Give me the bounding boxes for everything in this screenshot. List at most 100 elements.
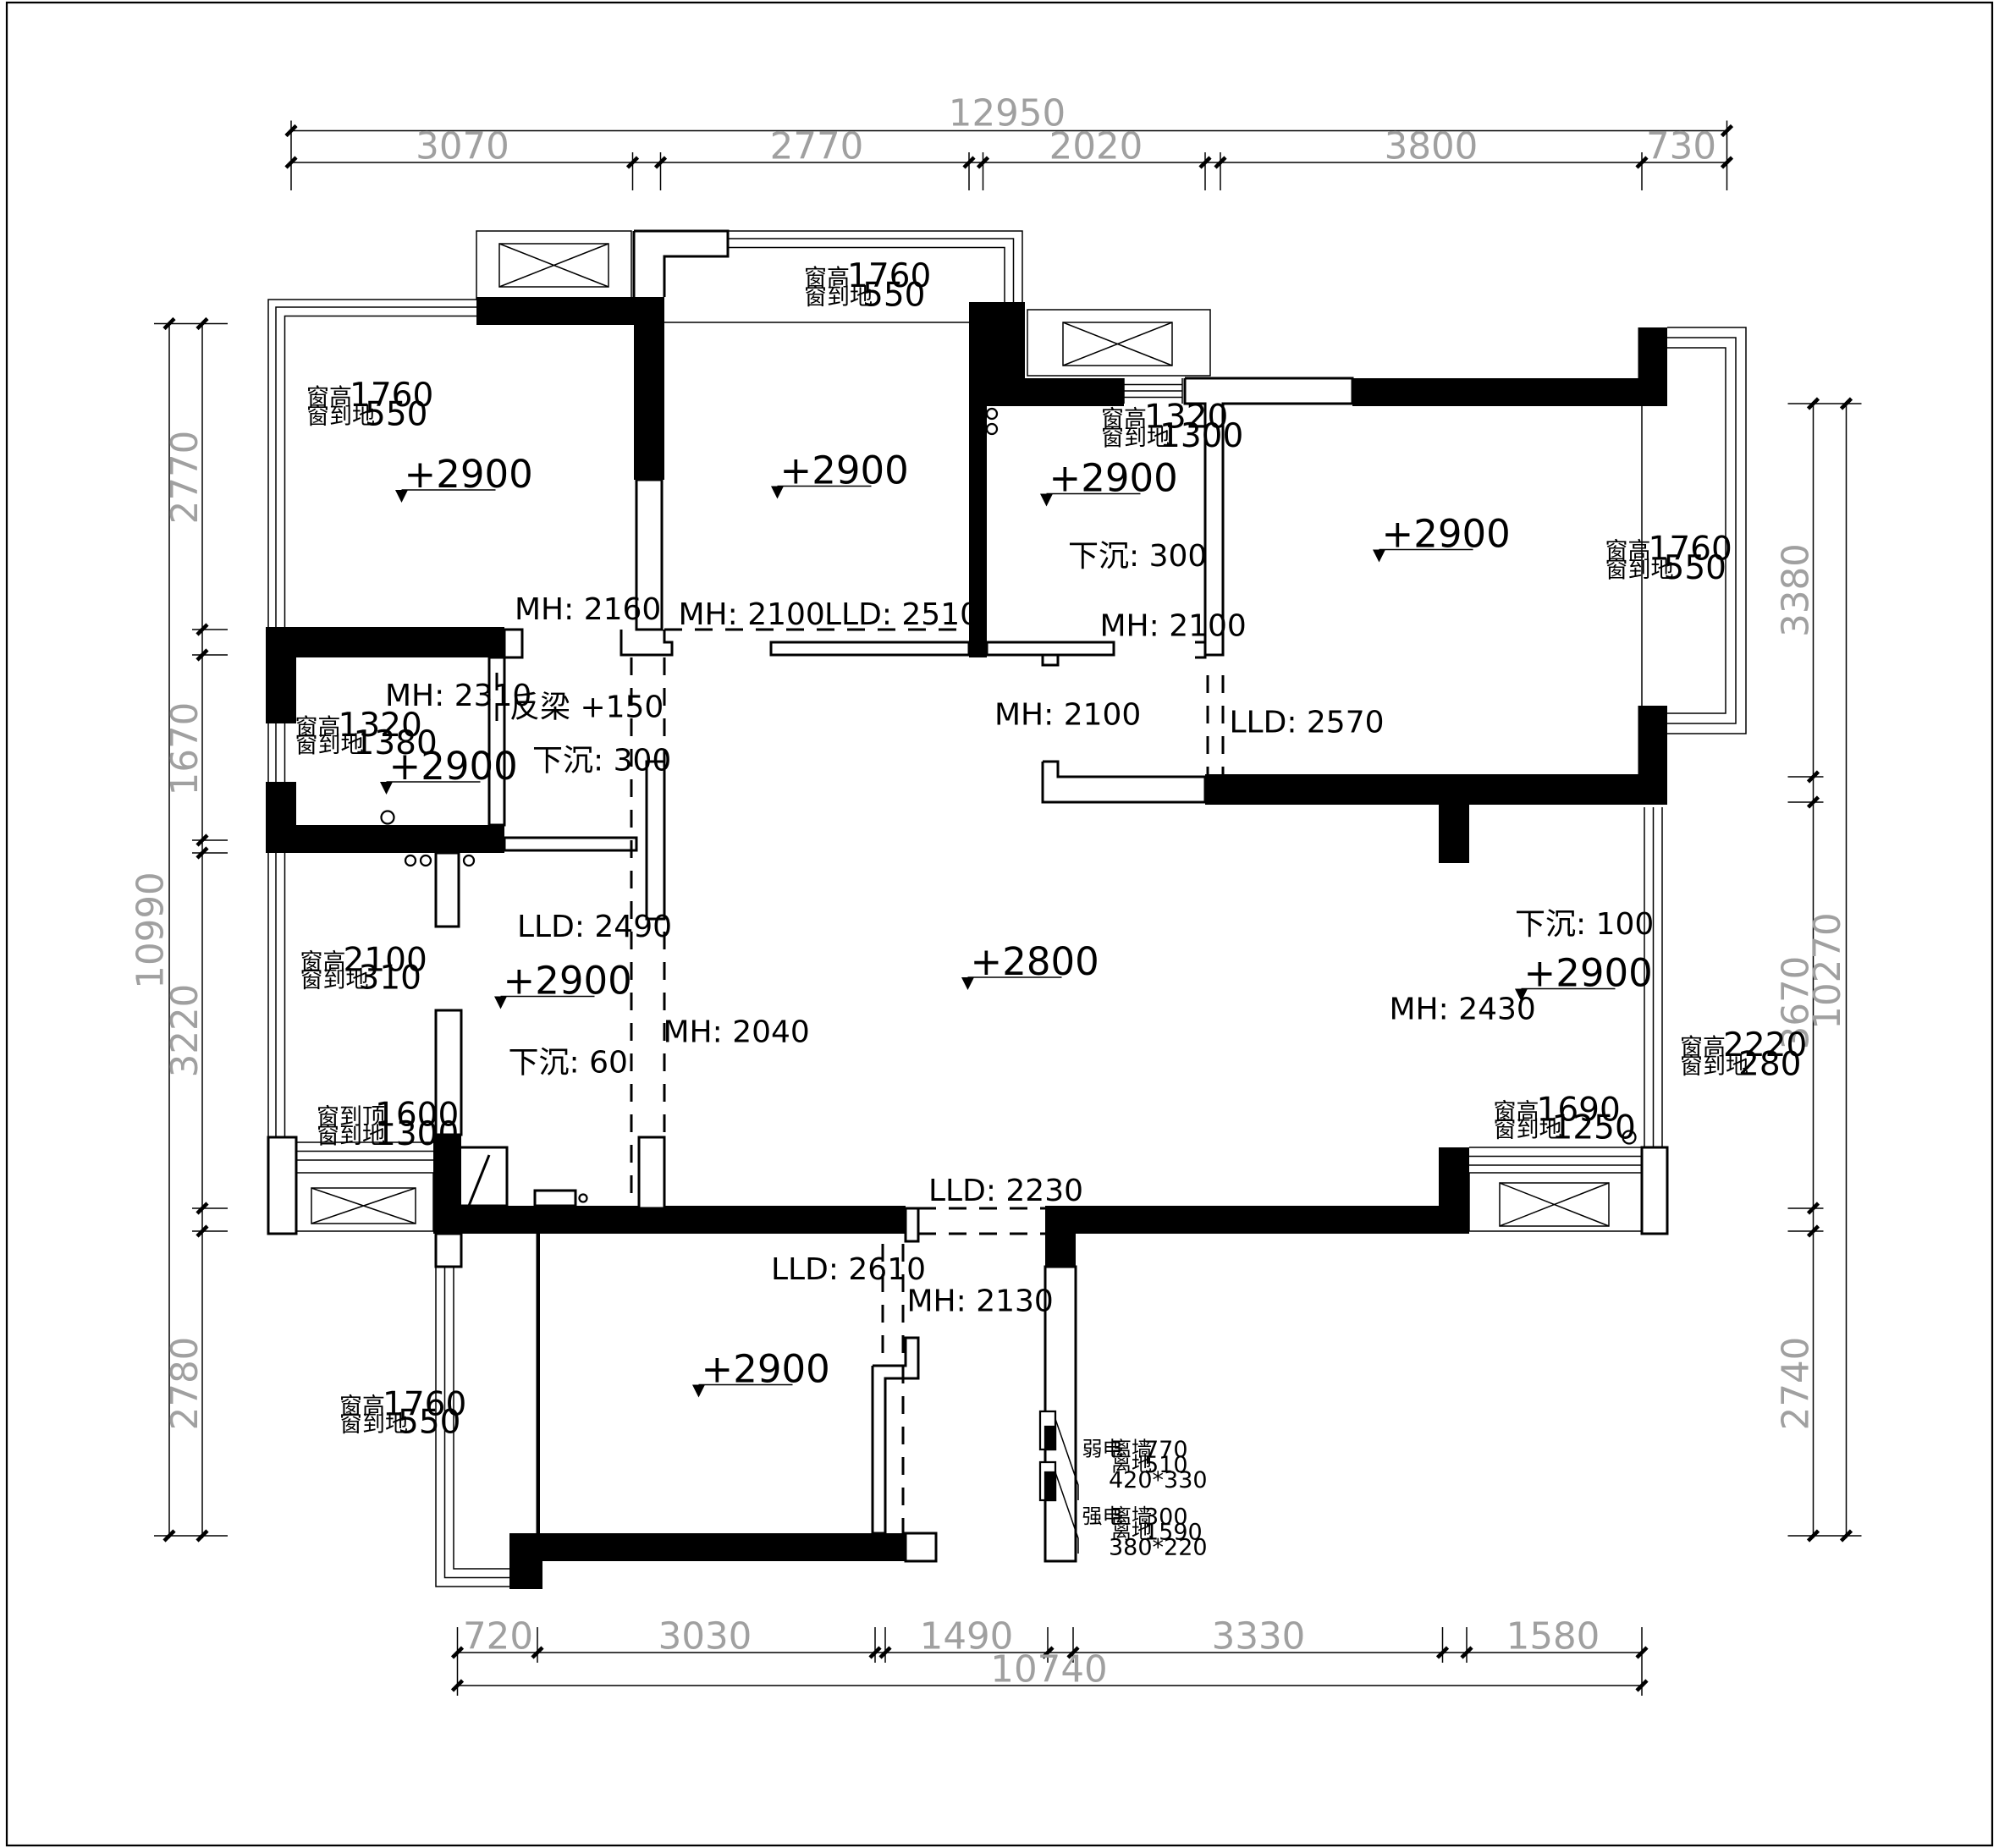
note-mh-2100-c: MH: 2100 — [994, 698, 1141, 733]
win-e-h-label: 窗高 — [1680, 1035, 1726, 1061]
drawing-frame — [5, 1, 1994, 1847]
electrical-boxes — [1038, 1410, 1079, 1554]
weak-current-label: 弱电 — [1082, 1438, 1123, 1461]
win-nw-g-label: 窗到地 — [306, 404, 375, 430]
dim-right-3: 2740 — [1776, 1337, 1818, 1431]
note-sink-300-a: 下沉: 300 — [1068, 539, 1207, 574]
level-ne-text: +2900 — [1382, 512, 1511, 557]
dim-top-1: 3070 — [416, 126, 509, 168]
win-bath-h-label: 窗高 — [1101, 406, 1147, 432]
win-s-h-label: 窗高 — [339, 1394, 385, 1420]
note-mh-2040: MH: 2040 — [664, 1015, 810, 1050]
note-beam: 反梁 +150 — [509, 690, 664, 725]
win-ws-h-value: 1320 — [339, 707, 422, 745]
note-mh-2100-b: MH: 2100 — [1100, 609, 1247, 644]
win-ne-g-label: 窗到地 — [1605, 558, 1674, 584]
note-mh-2100-a: MH: 2100 — [679, 597, 825, 632]
level-bath-text: +2900 — [1049, 456, 1178, 501]
dim-left-3: 3220 — [164, 984, 207, 1078]
win-nw-h-value: 1760 — [350, 377, 433, 415]
level-marker-w-small: +2900 — [380, 744, 518, 795]
dim-bottom-1: 720 — [463, 1616, 533, 1658]
win-e-g-value: 280 — [1738, 1046, 1801, 1084]
ac-unit-marks — [311, 243, 1610, 1227]
win-s-g-label: 窗到地 — [339, 1411, 408, 1438]
window-note-e: 窗高 2220 窗到地 280 — [1680, 1026, 1807, 1084]
note-mh-2430: MH: 2430 — [1390, 993, 1536, 1027]
dim-bottom-3: 1490 — [920, 1616, 1014, 1658]
door-openings — [495, 628, 1225, 1533]
win-kit2-h-value: 1600 — [375, 1097, 459, 1135]
window-note-kitchen: 窗高 2100 窗到地 310 — [300, 942, 427, 998]
level-marker-ne: +2900 — [1373, 512, 1511, 563]
dim-left-total: 10990 — [130, 872, 173, 988]
weak-wall-value: 770 — [1144, 1437, 1188, 1463]
thin-walls — [267, 229, 1669, 1563]
win-bath-h-value: 1320 — [1144, 399, 1228, 437]
win-kit-h-value: 2100 — [344, 942, 427, 980]
note-sink-60: 下沉: 60 — [509, 1046, 628, 1081]
weak-floor-label: 离地 — [1111, 1453, 1152, 1477]
dim-top-3: 2020 — [1049, 126, 1143, 168]
walls — [266, 297, 1667, 1589]
window-note-nw: 窗高 1760 窗到地 550 — [306, 377, 433, 433]
win-kit-h-label: 窗高 — [300, 949, 346, 976]
dim-left-1: 2770 — [164, 431, 207, 525]
window-note-w-small: 窗高 1320 窗到地 1380 — [295, 707, 438, 762]
dim-right-1: 3380 — [1776, 543, 1818, 637]
note-sink-300-b: 下沉: 300 — [532, 744, 671, 778]
level-nw-text: +2900 — [405, 452, 533, 497]
note-mh-2130: MH: 2130 — [907, 1284, 1054, 1319]
win-e-g-label: 窗到地 — [1680, 1053, 1748, 1080]
fixtures — [380, 407, 1637, 1203]
electrical-notes: 弱电 离墙 770 离地 510 420*330 强电 离墙 300 离地 15… — [1082, 1437, 1208, 1561]
level-living-text: +2800 — [971, 939, 1099, 984]
dim-bottom-5: 1580 — [1506, 1616, 1600, 1658]
win-bath-g-value: 1300 — [1159, 417, 1243, 455]
level-s-text: +2900 — [702, 1347, 830, 1392]
left-dimension-group — [154, 316, 229, 1543]
win-nw-h-label: 窗高 — [306, 385, 352, 411]
win-ne-g-value: 550 — [1664, 549, 1726, 587]
window-note-e-2: 窗高 1690 窗到地 1250 — [1494, 1092, 1636, 1147]
level-marker-s: +2900 — [692, 1347, 830, 1398]
weak-wall-label: 离墙 — [1111, 1438, 1152, 1461]
win-s-h-value: 1760 — [383, 1386, 466, 1424]
note-lld-2490: LLD: 2490 — [517, 910, 672, 944]
win-ne-h-value: 1760 — [1649, 531, 1732, 569]
weak-floor-value: 510 — [1144, 1452, 1188, 1478]
strong-floor-value: 1590 — [1144, 1520, 1203, 1546]
window-note-bath: 窗高 1320 窗到地 1300 — [1101, 399, 1243, 455]
level-kitchen-text: +2900 — [504, 959, 632, 1004]
dim-bottom-2: 3030 — [658, 1616, 752, 1658]
window-note-kitchen-2: 窗到顶 1600 窗到地 1300 — [317, 1097, 459, 1154]
win-kit-g-value: 310 — [359, 960, 421, 998]
win-kit2-h-label: 窗到顶 — [317, 1104, 385, 1130]
win-e-h-value: 2220 — [1723, 1026, 1807, 1064]
win-n-h-value: 1760 — [847, 257, 931, 295]
note-lld-2610: LLD: 2610 — [771, 1252, 926, 1287]
win-ws-h-label: 窗高 — [295, 715, 341, 741]
win-kit-g-label: 窗到地 — [300, 967, 369, 993]
strong-floor-label: 离地 — [1111, 1520, 1152, 1543]
note-mh-2310: MH: 2310 — [385, 679, 531, 713]
bottom-dimension-group — [450, 1627, 1649, 1696]
note-lld-2570: LLD: 2570 — [1230, 706, 1385, 740]
top-dimension-group — [284, 120, 1734, 190]
win-nw-g-value: 550 — [365, 396, 427, 434]
level-marker-bath: +2900 — [1040, 456, 1178, 507]
dim-top-4: 3800 — [1385, 126, 1479, 168]
win-n-h-label: 窗高 — [804, 266, 850, 292]
note-lld-2230: LLD: 2230 — [928, 1174, 1083, 1208]
window-note-n: 窗高 1760 窗到地 550 — [804, 257, 931, 315]
win-bath-g-label: 窗到地 — [1101, 426, 1170, 452]
note-mh-2160: MH: 2160 — [515, 592, 661, 627]
dim-top-5: 730 — [1646, 126, 1716, 168]
level-marker-nw: +2900 — [395, 452, 533, 503]
level-w-small-text: +2900 — [389, 744, 518, 789]
level-e-text: +2900 — [1524, 951, 1653, 996]
note-lld-2510: LLD: 2510 — [824, 597, 979, 632]
dim-right-2: 3670 — [1776, 956, 1818, 1050]
right-dimension-group — [1787, 397, 1862, 1543]
